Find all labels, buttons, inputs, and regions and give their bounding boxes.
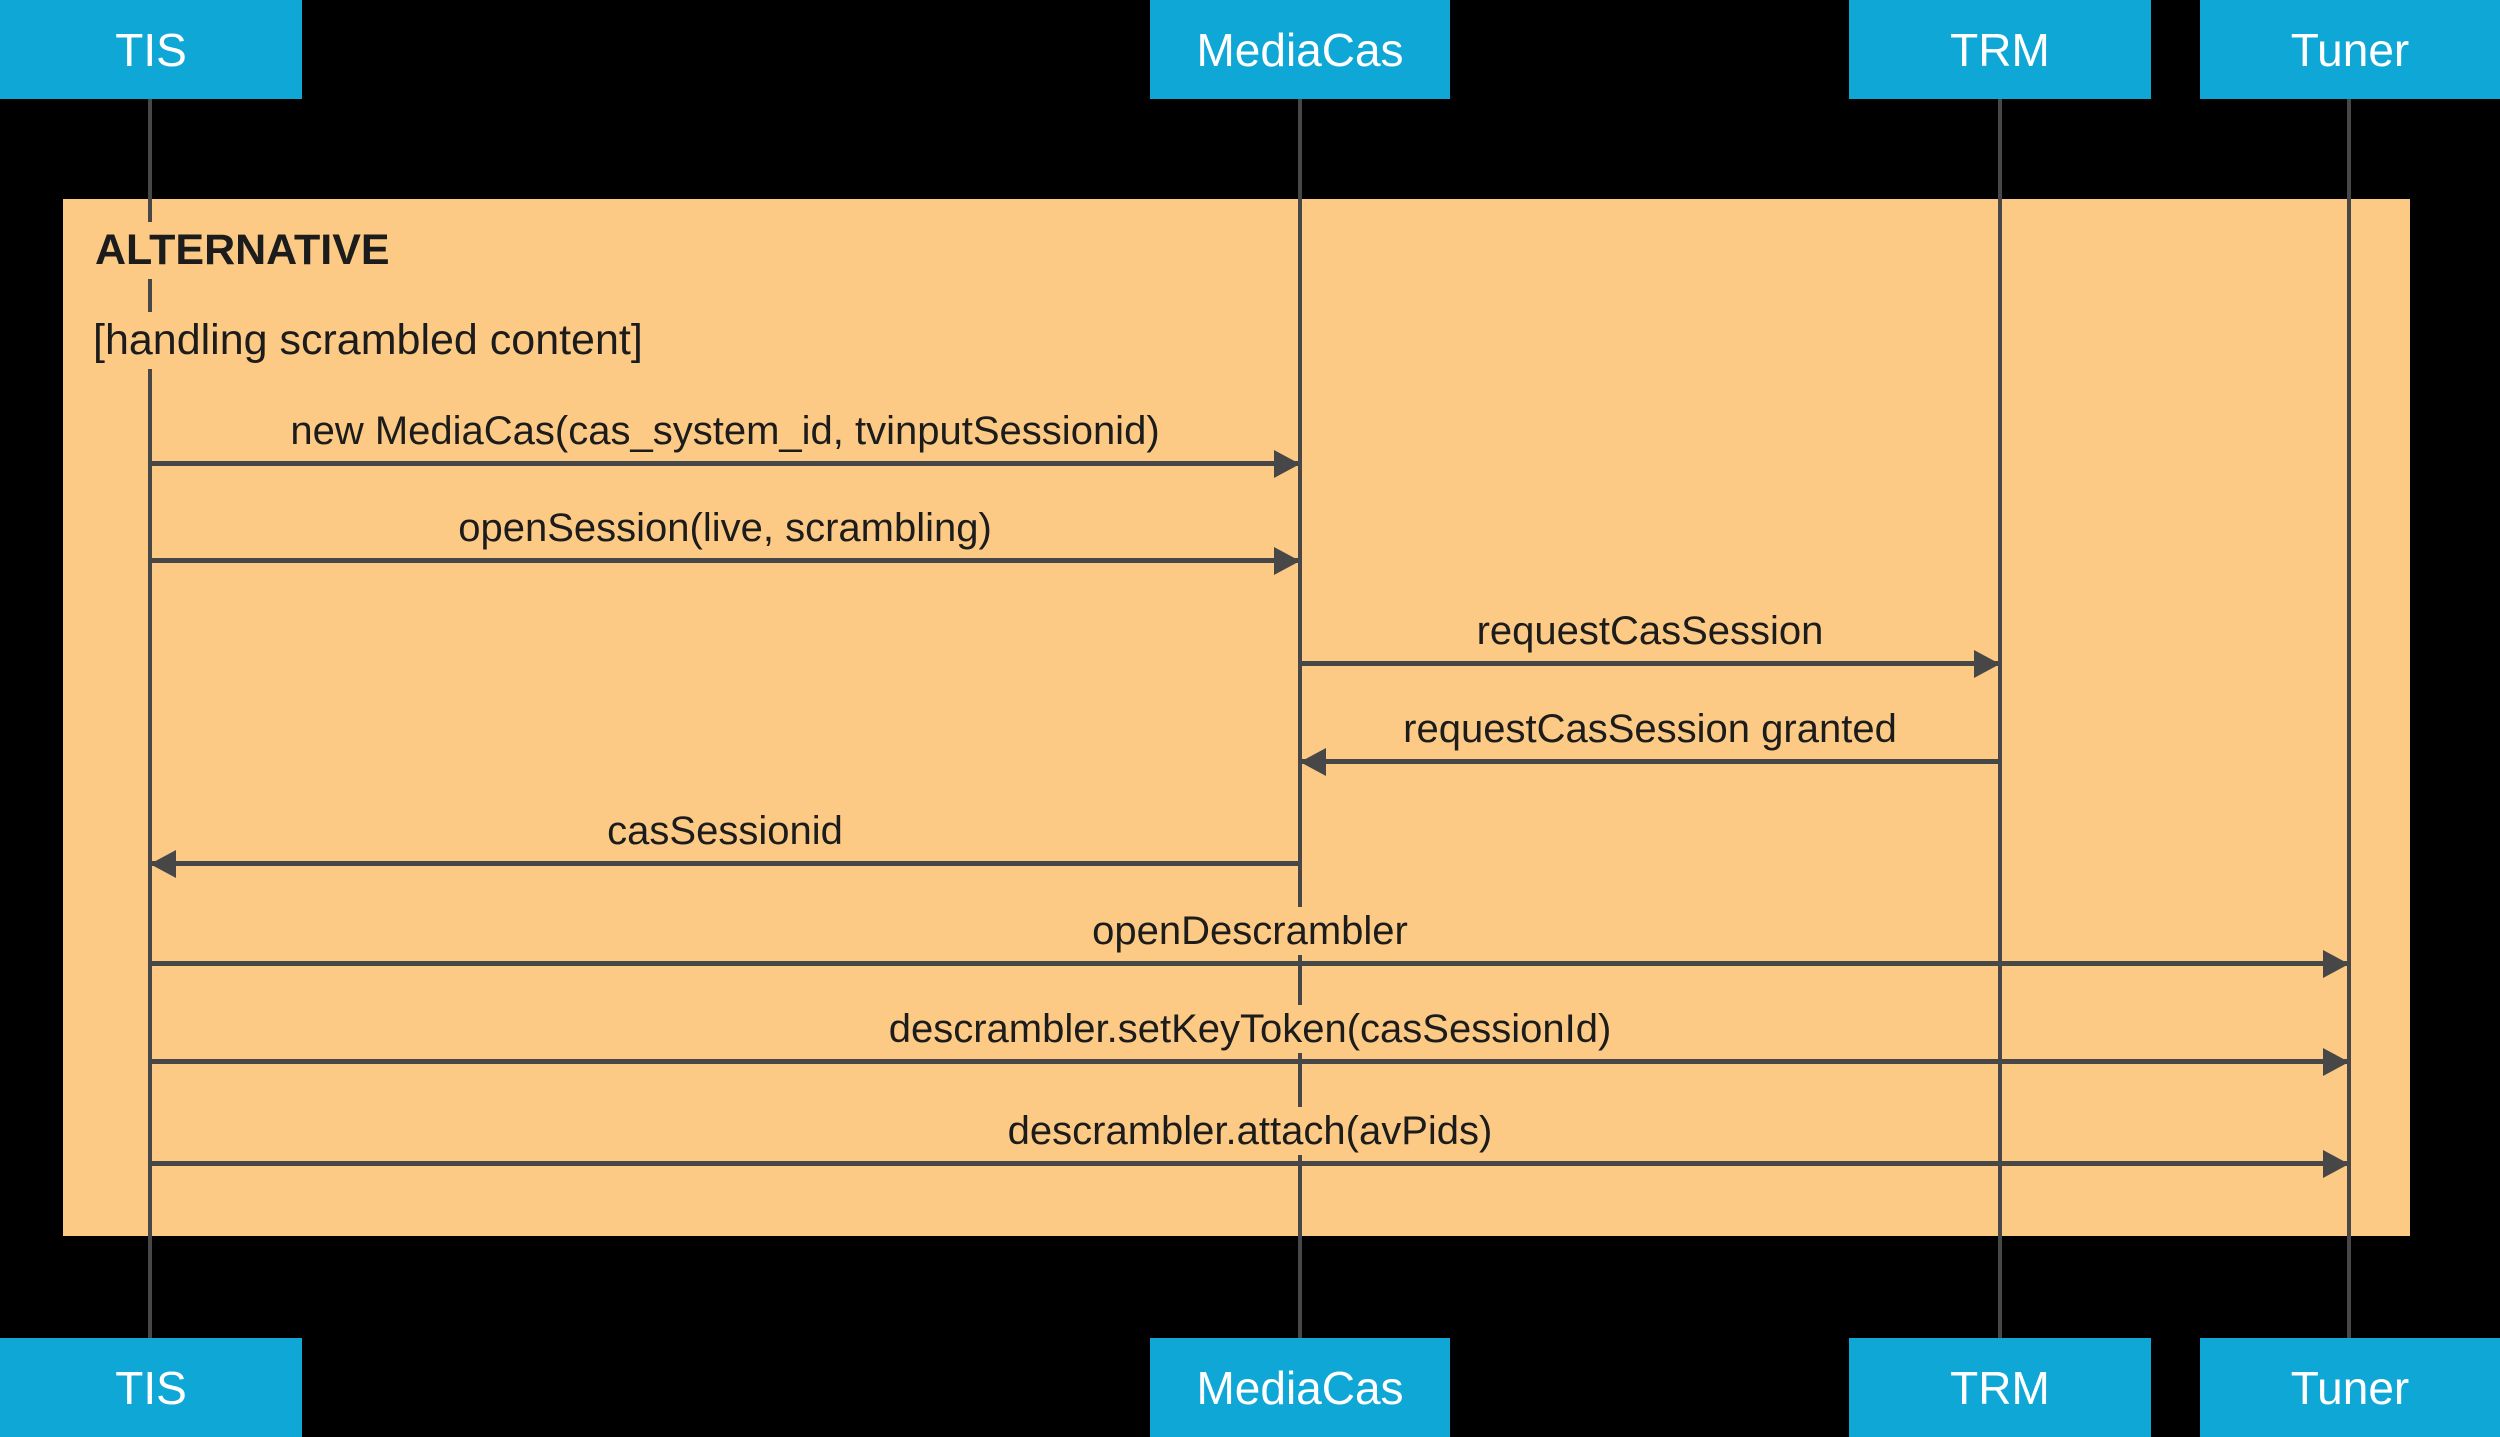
message-arrow — [1300, 661, 2000, 666]
actor-mediacas-bottom: MediaCas — [1150, 1338, 1450, 1437]
lifeline-tuner — [2347, 99, 2351, 1338]
actor-tuner-top: Tuner — [2200, 0, 2500, 99]
message-label: descrambler.setKeyToken(casSessionId) — [874, 1005, 1626, 1053]
lifeline-mediacas — [1298, 99, 1302, 1338]
message-label: requestCasSession granted — [1389, 705, 1911, 753]
actor-tis-label: TIS — [115, 1361, 187, 1414]
actor-tis-top: TIS — [0, 0, 302, 99]
actor-tis-bottom: TIS — [0, 1338, 302, 1437]
lifeline-tis — [148, 99, 152, 1338]
message-label: casSessionid — [593, 807, 857, 855]
message-label: openDescrambler — [1078, 907, 1422, 955]
actor-mediacas-label: MediaCas — [1196, 23, 1404, 76]
message-arrow — [150, 961, 2349, 966]
message-arrow — [1300, 759, 2000, 764]
lifeline-trm — [1998, 99, 2002, 1338]
message-arrow — [150, 861, 1300, 866]
alt-frame-operator: ALTERNATIVE — [95, 222, 400, 279]
actor-trm-label: TRM — [1950, 1361, 2050, 1414]
actor-tuner-label: Tuner — [2290, 1361, 2410, 1414]
message-label: new MediaCas(cas_system_id, tvinputSessi… — [276, 407, 1174, 455]
message-arrow — [150, 1161, 2349, 1166]
actor-tis-label: TIS — [115, 23, 187, 76]
actor-mediacas-label: MediaCas — [1196, 1361, 1404, 1414]
message-arrow — [150, 461, 1300, 466]
actor-tuner-label: Tuner — [2290, 23, 2410, 76]
actor-trm-label: TRM — [1950, 23, 2050, 76]
actor-trm-top: TRM — [1849, 0, 2151, 99]
message-label: requestCasSession — [1462, 607, 1838, 655]
message-label: descrambler.attach(avPids) — [993, 1107, 1507, 1155]
actor-mediacas-top: MediaCas — [1150, 0, 1450, 99]
actor-tuner-bottom: Tuner — [2200, 1338, 2500, 1437]
alt-frame-condition: [handling scrambled content] — [93, 312, 653, 369]
message-label: openSession(live, scrambling) — [444, 504, 1006, 552]
message-arrow — [150, 558, 1300, 563]
actor-trm-bottom: TRM — [1849, 1338, 2151, 1437]
message-arrow — [150, 1059, 2349, 1064]
